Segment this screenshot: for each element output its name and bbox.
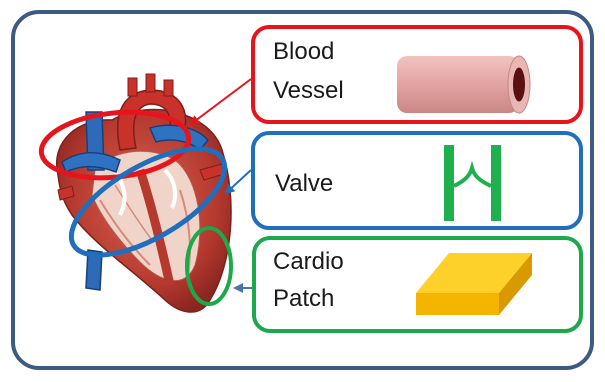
cardio-patch-box: Cardio Patch	[254, 238, 581, 331]
cardio-patch-label-line1: Cardio	[273, 248, 344, 275]
blood-vessel-box: Blood Vessel	[253, 27, 581, 122]
blood-vessel-tube-icon	[397, 56, 530, 113]
valve-box: Valve	[253, 133, 581, 228]
blood-vessel-label-line2: Vessel	[273, 77, 344, 104]
cardio-patch-label-line2: Patch	[273, 285, 334, 312]
valve-label: Valve	[275, 170, 333, 197]
blood-vessel-label-line1: Blood	[273, 38, 334, 65]
